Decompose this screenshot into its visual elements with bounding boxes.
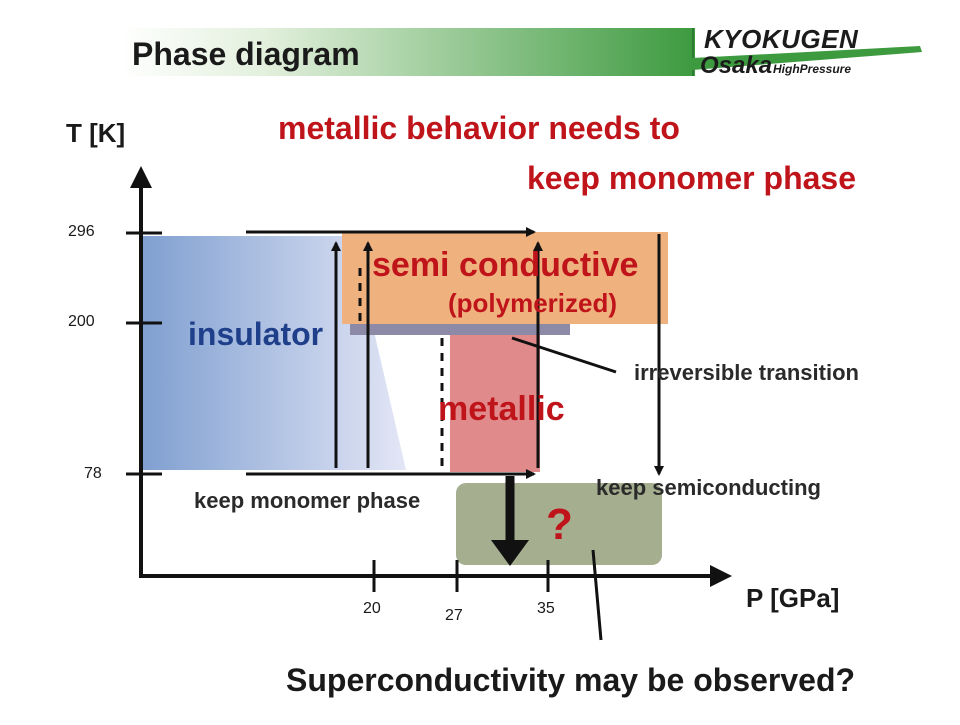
x-axis-label: P [GPa]: [746, 583, 840, 613]
y-tick-label-296: 296: [68, 223, 95, 240]
unknown-phase-label: ?: [546, 500, 573, 549]
x-tick-label-27: 27: [445, 607, 463, 624]
cooling-arrow-bold-head: [491, 540, 529, 566]
superconductivity-callout-line: [591, 549, 603, 641]
polymerization-line: [350, 324, 570, 335]
semi-conductive-region: [342, 232, 668, 324]
page-title: Phase diagram: [132, 36, 360, 72]
superconductivity-question: Superconductivity may be observed?: [286, 662, 856, 698]
metallic-label: metallic: [438, 390, 565, 428]
irreversible-callout-line: [511, 336, 617, 374]
y-tick-label-78: 78: [84, 465, 102, 482]
insulator-label: insulator: [188, 316, 324, 352]
keep-semiconducting-label: keep semiconducting: [596, 475, 821, 500]
logo-text-high-pressure: HighPressure: [773, 62, 852, 76]
x-tick-label-20: 20: [363, 600, 381, 617]
irreversible-transition-label: irreversible transition: [634, 360, 859, 385]
logo-swoosh: [692, 46, 922, 70]
title-banner: [120, 28, 695, 76]
heading-line-1: metallic behavior needs to: [278, 110, 680, 146]
logo-text-osaka: Osaka: [700, 52, 773, 79]
y-tick-label-200: 200: [68, 313, 95, 330]
logo-text-kyokugen: KYOKUGEN: [704, 24, 859, 54]
keep-monomer-label: keep monomer phase: [194, 488, 421, 513]
insulator-region: [140, 236, 406, 470]
x-tick-label-35: 35: [537, 600, 555, 617]
metallic-region: [450, 332, 540, 472]
heading-line-2: keep monomer phase: [527, 160, 856, 196]
semi-conductive-label: semi conductive: [372, 246, 639, 284]
polymerized-label: (polymerized): [448, 288, 618, 318]
y-axis-label: T [K]: [66, 118, 126, 148]
